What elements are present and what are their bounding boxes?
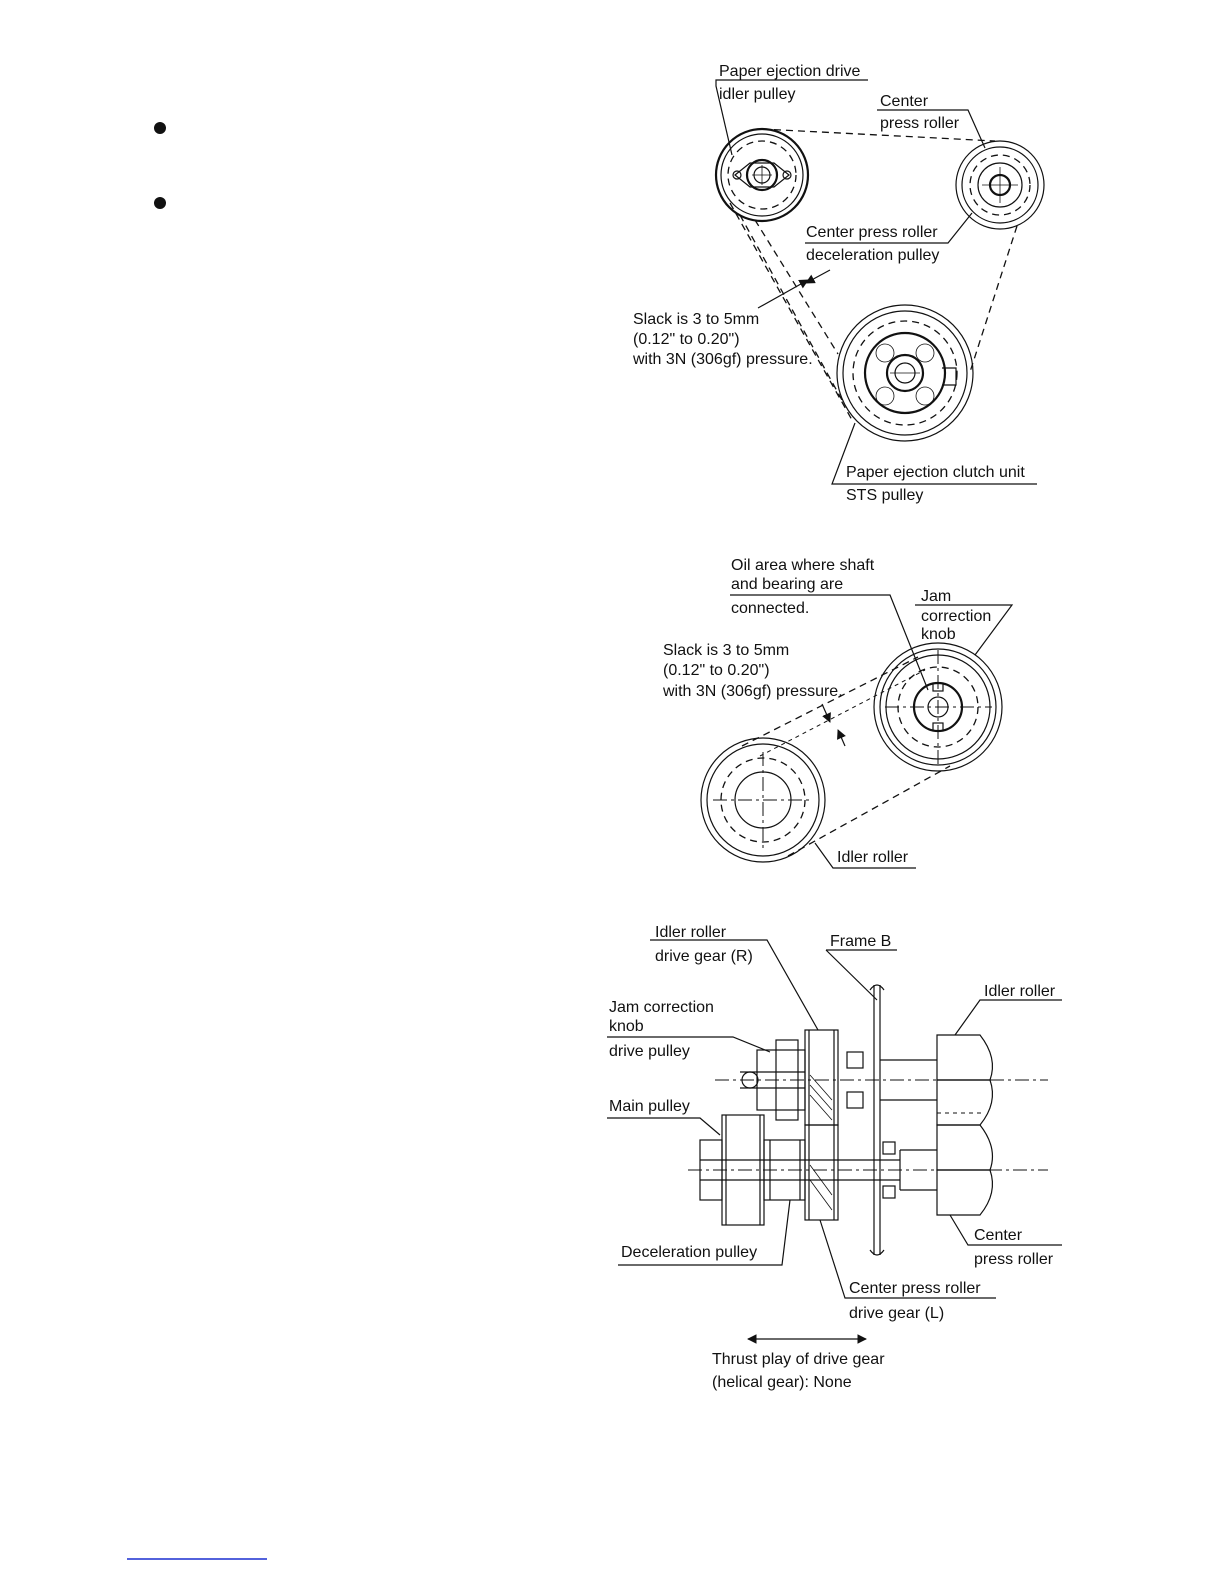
label-slack-3: with 3N (306gf) pressure. (632, 351, 813, 368)
label-idler-roller-3: Idler roller (984, 983, 1056, 1000)
label-thrust-2: (helical gear): None (712, 1374, 852, 1391)
label-slack-1: Slack is 3 to 5mm (633, 311, 759, 328)
diagram-belt-paper-ejection: Paper ejection drive idler pulley Center… (632, 63, 1045, 504)
bullet-point-1 (154, 122, 166, 134)
label-idler-roller-drive-gear-1: Idler roller (655, 924, 727, 941)
label-center-press-roller: Center press roller (806, 224, 938, 241)
label-oil-area-1: Oil area where shaft (731, 557, 875, 574)
label-slack2-1: Slack is 3 to 5mm (663, 642, 789, 659)
label-deceleration-pulley: Deceleration pulley (621, 1244, 757, 1261)
label-press-roller-3: press roller (974, 1251, 1054, 1268)
label-center-press-roller-gear-1: Center press roller (849, 1280, 981, 1297)
label-jam-drive-pulley: drive pulley (609, 1043, 690, 1060)
label-paper-ejection-clutch: Paper ejection clutch unit (846, 464, 1025, 481)
label-oil-area-3: connected. (731, 600, 809, 617)
label-center-press-roller-gear-2: drive gear (L) (849, 1305, 944, 1322)
label-slack2-3: with 3N (306gf) pressure. (662, 683, 843, 700)
jam-correction-knob-drive-pulley (740, 1039, 806, 1121)
label-slack2-2: (0.12" to 0.20") (663, 662, 770, 679)
label-center-3: Center (974, 1227, 1023, 1244)
frame-b (869, 984, 885, 1256)
label-jam-correction-1: Jam correction (609, 999, 714, 1016)
label-press-roller: press roller (880, 115, 960, 132)
center-press-roller-pulley (955, 140, 1045, 230)
label-correction: correction (921, 608, 991, 625)
label-idler-pulley: idler pulley (719, 86, 795, 103)
center-press-roller-drive-gear (804, 1124, 839, 1221)
label-knob: knob (921, 626, 956, 643)
diagram-drive-gear-section: Idler roller drive gear (R) Frame B Idle… (607, 924, 1062, 1391)
label-oil-area-2: and bearing are (731, 576, 843, 593)
deceleration-pulley (763, 1139, 806, 1201)
label-paper-ejection-drive: Paper ejection drive (719, 63, 861, 80)
jam-correction-knob-pulley (873, 642, 1003, 772)
paper-ejection-idler-pulley (714, 127, 810, 223)
label-jam: Jam (921, 588, 951, 605)
bullet-point-2 (154, 197, 166, 209)
idler-roller-drive-gear (804, 1029, 839, 1126)
label-frame-b: Frame B (830, 933, 891, 950)
label-jam-correction-2: knob (609, 1018, 644, 1035)
label-thrust-1: Thrust play of drive gear (712, 1351, 885, 1368)
label-idler-roller: Idler roller (837, 849, 909, 866)
label-idler-roller-drive-gear-2: drive gear (R) (655, 948, 753, 965)
label-slack-2: (0.12" to 0.20") (633, 331, 740, 348)
label-deceleration-pulley: deceleration pulley (806, 247, 939, 264)
label-center: Center (880, 93, 929, 110)
label-main-pulley: Main pulley (609, 1098, 690, 1115)
diagram-jam-correction-belt: Oil area where shaft and bearing are con… (662, 557, 1014, 869)
idler-roller (700, 737, 826, 863)
sts-pulley (836, 304, 974, 442)
label-sts-pulley: STS pulley (846, 487, 923, 504)
